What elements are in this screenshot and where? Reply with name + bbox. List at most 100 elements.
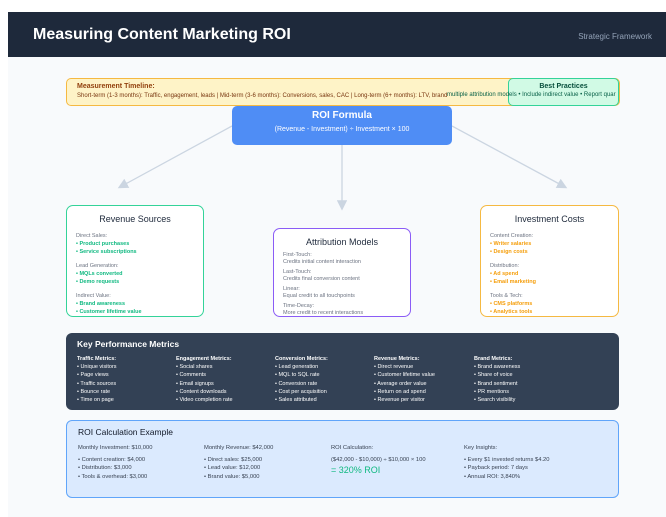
kpi-heading: Revenue Metrics: bbox=[374, 356, 420, 362]
kpi-item: • Content downloads bbox=[176, 388, 227, 395]
kpi-item: • Time on page bbox=[77, 397, 114, 404]
header: Measuring Content Marketing ROI Strategi… bbox=[8, 12, 666, 57]
kpi-item: • Comments bbox=[176, 372, 207, 379]
group-label: Tools & Tech: bbox=[490, 293, 523, 299]
kpi-item: • Search visibility bbox=[474, 397, 516, 404]
kpi-column: Revenue Metrics: • Direct revenue• Custom… bbox=[374, 355, 435, 404]
timeline-text: Short-term (1-3 months): Traffic, engage… bbox=[77, 93, 448, 99]
kpi-column: Traffic Metrics: • Unique visitors• Page … bbox=[77, 355, 117, 404]
timeline-title: Measurement Timeline: bbox=[77, 83, 155, 90]
calc-title: ROI Calculation Example bbox=[78, 427, 173, 437]
kpi-heading: Engagement Metrics: bbox=[176, 356, 232, 362]
calc-item: ($42,000 - $10,000) ÷ $10,000 × 100 bbox=[331, 456, 426, 463]
calc-column: Monthly Investment: $10,000 • Content cre… bbox=[78, 444, 152, 481]
kpi-item: • Average order value bbox=[374, 380, 427, 387]
list-item: • Service subscriptions bbox=[76, 249, 137, 255]
kpi-item: • Share of voice bbox=[474, 372, 513, 379]
list-item: • Brand awareness bbox=[76, 301, 126, 307]
kpi-column: Brand Metrics: • Brand awareness• Share o… bbox=[474, 355, 520, 404]
model-description: Equal credit to all touchpoints bbox=[283, 293, 355, 299]
calc-item: • Annual ROI: 3,840% bbox=[464, 473, 521, 480]
calc-column: ROI Calculation: ($42,000 - $10,000) ÷ $1… bbox=[331, 444, 426, 476]
calc-heading: Key Insights: bbox=[464, 445, 498, 451]
group-label: Content Creation: bbox=[490, 233, 534, 239]
model-description: Credits initial content interaction bbox=[283, 259, 361, 265]
list-item: • MQLs converted bbox=[76, 271, 123, 277]
roi-result: = 320% ROI bbox=[331, 465, 381, 475]
kpi-item: • Page views bbox=[77, 372, 109, 379]
kpi-heading: Conversion Metrics: bbox=[275, 356, 328, 362]
kpi-item: • Cost per acquisition bbox=[275, 388, 327, 395]
kpi-column: Engagement Metrics: • Social shares• Comm… bbox=[176, 355, 233, 404]
calc-item: • Tools & overhead: $3,000 bbox=[78, 473, 148, 480]
kpi-item: • Customer lifetime value bbox=[374, 372, 435, 379]
kpi-item: • Return on ad spend bbox=[374, 388, 426, 395]
kpi-item: • Revenue per visitor bbox=[374, 397, 425, 404]
kpi-title: Key Performance Metrics bbox=[77, 339, 180, 349]
kpi-item: • Social shares bbox=[176, 364, 213, 371]
model-label: Time-Decay: bbox=[283, 303, 314, 309]
calc-item: • Content creation: $4,000 bbox=[78, 456, 146, 463]
list-item: • Design costs bbox=[490, 249, 528, 255]
calc-item: • Brand value: $5,000 bbox=[204, 473, 260, 480]
list-item: • Writer salaries bbox=[490, 241, 532, 247]
calc-heading: Monthly Investment: $10,000 bbox=[78, 445, 153, 451]
calc-item: • Lead value: $12,000 bbox=[204, 465, 261, 471]
best-practices: Best Practices bbox=[508, 78, 619, 106]
kpi-item: • Direct revenue bbox=[374, 364, 414, 371]
kpi-heading: Brand Metrics: bbox=[474, 356, 513, 362]
kpi-item: • Traffic sources bbox=[77, 380, 117, 387]
kpi-item: • Brand sentiment bbox=[474, 380, 518, 387]
kpi-item: • Unique visitors bbox=[77, 364, 117, 371]
kpi-item: • PR mentions bbox=[474, 388, 509, 395]
page-title: Measuring Content Marketing ROI bbox=[33, 26, 291, 43]
list-item: • Analytics tools bbox=[490, 309, 533, 315]
calc-item: • Direct sales: $25,000 bbox=[204, 456, 263, 463]
calc-heading: ROI Calculation: bbox=[331, 445, 374, 451]
list-item: • Customer lifetime value bbox=[76, 309, 142, 315]
best-practices-text: multiple attribution models • Include in… bbox=[447, 92, 616, 98]
model-description: More credit to recent interactions bbox=[283, 310, 364, 316]
kpi-item: • Email signups bbox=[176, 380, 214, 387]
model-label: Linear: bbox=[283, 286, 300, 292]
calc-item: • Payback period: 7 days bbox=[464, 465, 528, 471]
model-label: First-Touch: bbox=[283, 252, 312, 258]
card-title: Investment Costs bbox=[514, 214, 585, 224]
formula-text: (Revenue - Investment) ÷ Investment × 10… bbox=[274, 126, 410, 133]
list-item: • Email marketing bbox=[490, 279, 536, 285]
kpi-item: • Bounce rate bbox=[77, 388, 111, 395]
arrow-to-revenue bbox=[117, 125, 233, 189]
kpi-heading: Traffic Metrics: bbox=[77, 356, 117, 362]
kpi-item: • Brand awareness bbox=[474, 364, 521, 371]
kpi-item: • MQL to SQL rate bbox=[275, 372, 320, 379]
calc-item: • Every $1 invested returns $4.20 bbox=[464, 456, 550, 463]
formula-title: ROI Formula bbox=[311, 110, 372, 121]
calc-heading: Monthly Revenue: $42,000 bbox=[204, 445, 274, 451]
kpi-item: • Video completion rate bbox=[176, 397, 233, 404]
model-label: Last-Touch: bbox=[283, 269, 312, 275]
kpi-item: • Sales attributed bbox=[275, 397, 317, 404]
list-item: • CMS platforms bbox=[490, 301, 533, 307]
calc-column: Monthly Revenue: $42,000 • Direct sales: … bbox=[204, 444, 273, 481]
list-item: • Demo requests bbox=[76, 279, 120, 285]
roi-calculation-example: ROI Calculation Example Monthly Investme… bbox=[66, 420, 619, 498]
group-label: Indirect Value: bbox=[76, 293, 111, 299]
kpi-column: Conversion Metrics: • Lead generation• MQ… bbox=[275, 355, 328, 404]
page-subtitle: Strategic Framework bbox=[578, 32, 652, 41]
card-title: Attribution Models bbox=[305, 237, 379, 247]
best-practices-title: Best Practices bbox=[539, 83, 588, 90]
arrow-to-investment bbox=[451, 125, 568, 189]
card-title: Revenue Sources bbox=[99, 214, 171, 224]
calc-column: Key Insights: • Every $1 invested returns… bbox=[464, 444, 550, 481]
group-label: Lead Generation: bbox=[76, 263, 119, 269]
roi-formula: ROI Formula (Revenue - Investment) ÷ Inv… bbox=[232, 106, 452, 145]
group-label: Direct Sales: bbox=[76, 233, 108, 239]
group-label: Distribution: bbox=[490, 263, 520, 269]
kpi-item: • Conversion rate bbox=[275, 380, 318, 387]
kpi-item: • Lead generation bbox=[275, 364, 319, 371]
calc-item: • Distribution: $3,000 bbox=[78, 465, 132, 471]
